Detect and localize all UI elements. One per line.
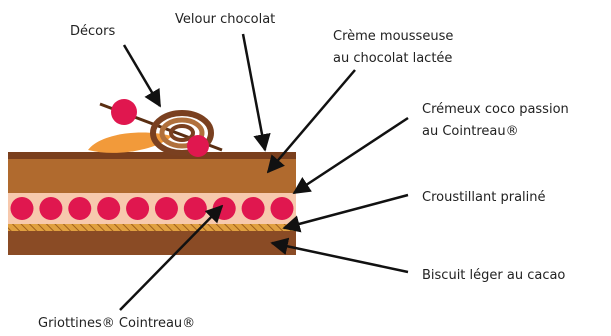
label-biscuit: Biscuit léger au cacao: [422, 268, 565, 283]
griottine-5: [126, 197, 149, 220]
label-griottines: Griottines® Cointreau®: [38, 316, 195, 331]
arrow-biscuit: [272, 243, 408, 272]
arrow-creme: [268, 70, 355, 172]
arrow-velour: [243, 34, 265, 150]
decor-griottine-right: [187, 135, 209, 157]
label-croustillant: Croustillant praliné: [422, 190, 546, 205]
velour-layer: [8, 152, 296, 159]
label-creme-line1: Crème mousseuse: [333, 29, 453, 44]
label-creme-line2: au chocolat lactée: [333, 51, 452, 66]
arrow-cremeux: [294, 118, 408, 193]
arrow-croustillant: [284, 195, 408, 228]
label-cremeux-line1: Crémeux coco passion: [422, 102, 569, 117]
biscuit-layer: [8, 231, 296, 255]
griottine-1: [11, 197, 34, 220]
griottine-3: [68, 197, 91, 220]
creme-mousseuse-layer: [8, 159, 296, 193]
label-velour: Velour chocolat: [175, 12, 275, 27]
arrow-decors: [124, 45, 160, 106]
griottine-8: [213, 197, 236, 220]
label-decors: Décors: [70, 24, 115, 39]
decor-griottine-left: [111, 99, 137, 125]
decors-illustration: [88, 99, 222, 157]
griottine-6: [155, 197, 178, 220]
griottine-4: [97, 197, 120, 220]
croustillant-layer: [8, 224, 296, 231]
griottine-9: [242, 197, 265, 220]
label-cremeux-line2: au Cointreau®: [422, 124, 519, 139]
cake-layers: [8, 152, 296, 255]
griottine-10: [271, 197, 294, 220]
griottine-2: [39, 197, 62, 220]
griottine-7: [184, 197, 207, 220]
